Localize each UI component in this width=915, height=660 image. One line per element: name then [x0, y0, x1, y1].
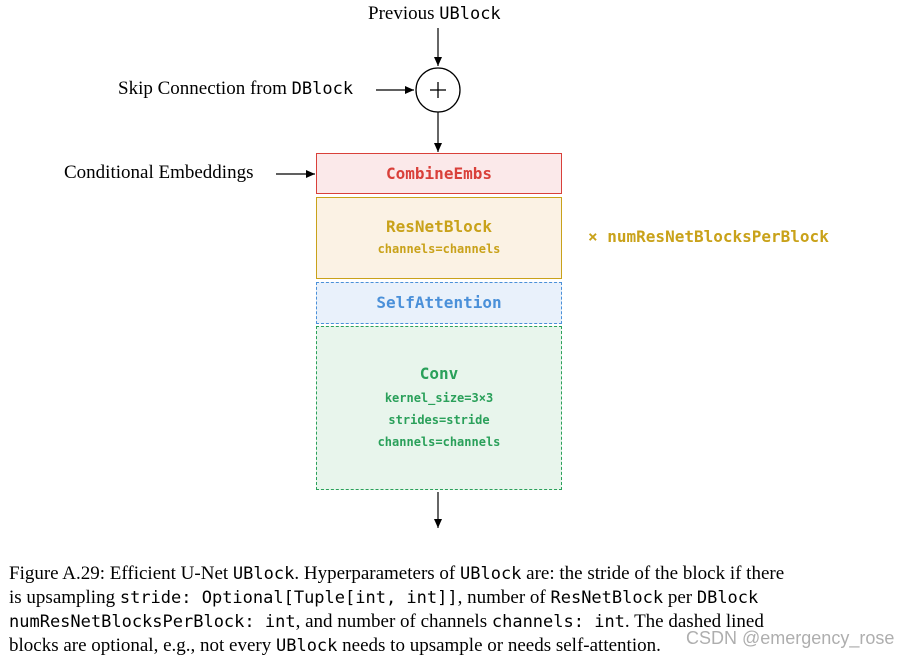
conv-param-channels: channels=channels — [377, 435, 501, 449]
caption-code: numResNetBlocksPerBlock: int — [9, 612, 296, 632]
caption-text: needs to upsample or needs self-attentio… — [337, 635, 661, 656]
resnet-block-param: channels=channels — [377, 242, 501, 256]
conditional-embeddings-label: Conditional Embeddings — [64, 162, 254, 183]
caption-line-2: is upsampling stride: Optional[Tuple[int… — [9, 586, 909, 610]
previous-ublock-label: Previous UBlock — [368, 3, 501, 24]
resnet-block-title: ResNetBlock — [386, 217, 492, 236]
caption-code: UBlock — [275, 636, 338, 656]
conv-param-strides: strides=stride — [388, 413, 490, 427]
combine-embs-block: CombineEmbs — [316, 153, 562, 194]
caption-line-1: Figure A.29: Efficient U-Net UBlock. Hyp… — [9, 562, 909, 586]
caption-code: DBlock — [696, 588, 759, 608]
caption-text: is upsampling — [9, 587, 120, 608]
caption-line-3: numResNetBlocksPerBlock: int, and number… — [9, 610, 909, 634]
self-attention-block: SelfAttention — [316, 282, 562, 324]
caption-text: per — [663, 587, 697, 608]
watermark: CSDN @emergency_rose — [686, 628, 895, 648]
caption-code: UBlock — [460, 564, 522, 584]
caption-text: blocks are optional, e.g., not every — [9, 635, 276, 656]
caption-text: . The dashed lined — [624, 611, 764, 632]
figure-caption: Figure A.29: Efficient U-Net UBlock. Hyp… — [9, 562, 909, 658]
caption-code: UBlock — [232, 564, 295, 584]
caption-code: ResNetBlock — [550, 588, 664, 608]
resnet-block: ResNetBlock channels=channels — [316, 197, 562, 279]
caption-line-4: blocks are optional, e.g., not every UBl… — [9, 634, 909, 658]
skip-connection-label: Skip Connection from DBlock — [118, 78, 354, 99]
caption-text: Figure A.29: Efficient U-Net — [9, 563, 233, 584]
repeat-count-label: × numResNetBlocksPerBlock — [588, 227, 829, 246]
caption-text: , number of — [457, 587, 551, 608]
caption-text: . Hyperparameters of — [294, 563, 460, 584]
conv-title: Conv — [419, 364, 459, 383]
self-attention-title: SelfAttention — [376, 293, 502, 312]
caption-code: stride: Optional[Tuple[int, int]] — [119, 588, 458, 608]
caption-code: channels: int — [491, 612, 625, 632]
caption-text: are: the stride of the block if there — [521, 563, 785, 584]
combine-embs-title: CombineEmbs — [386, 163, 492, 183]
conv-param-kernel: kernel_size=3×3 — [384, 391, 494, 405]
caption-text: , and number of channels — [295, 611, 492, 632]
conv-block: Conv kernel_size=3×3 strides=stride chan… — [316, 326, 562, 490]
